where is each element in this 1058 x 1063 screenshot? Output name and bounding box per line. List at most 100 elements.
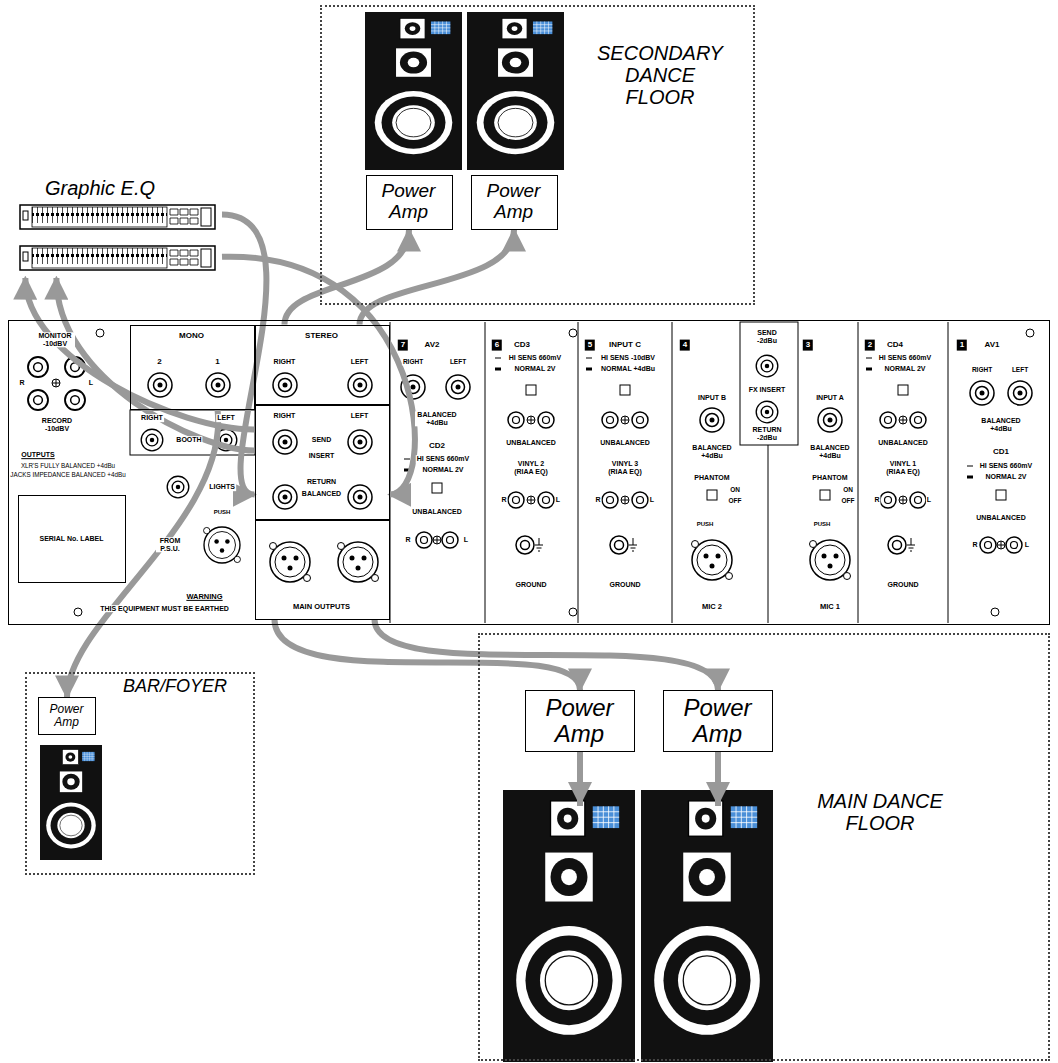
panel-artwork-line [485,322,486,623]
panel-label: R [18,379,25,387]
panel-label: HI SENS 660mV [878,354,933,362]
panel-artwork-use [632,412,648,428]
panel-label: VINYL 1 (RIAA EQ) [881,460,926,475]
node-text: INSERT [308,452,336,460]
dance-floor-region: MAIN DANCE FLOORPower AmpPower Amp [478,633,1050,1061]
panel-label: FX INSERT [748,386,787,394]
panel-artwork-line [672,322,673,623]
graphic-eq: Graphic E.Q [15,172,222,278]
panel-artwork-use [348,485,372,509]
panel-artwork-line [768,445,769,623]
panel-artwork-circle [569,329,577,337]
panel-label: PHANTOM [693,474,730,482]
panel-artwork-use [820,490,830,500]
panel-label: AV2 [424,341,441,350]
panel-label: GROUND [514,581,547,589]
node-text: WARNING [185,592,223,600]
panel-label: PHANTOM [811,474,848,482]
panel-artwork-use [970,381,994,405]
panel-label: FROM P.S.U. [156,537,184,552]
panel-artwork-use [880,492,896,508]
channel-number: 2 [865,340,875,351]
panel-label: NORMAL 2V [984,473,1027,481]
panel-artwork-use [996,490,1006,500]
panel-artwork-rect [740,322,798,445]
node-text: Power Amp [532,694,627,747]
panel-artwork-use [273,373,297,397]
signal-cable [284,230,409,325]
node-text: RIGHT [273,412,297,420]
panel-label: RIGHT [971,366,993,373]
panel-label: RIGHT [140,414,164,422]
panel-artwork-use [65,390,85,410]
panel-artwork-rect [130,410,255,455]
panel-label: SEND -2dBu [752,329,782,344]
panel-artwork-use [52,379,60,387]
panel-label: RETURN -2dBu [750,426,784,441]
channel-number: 4 [680,340,690,351]
panel-label: NORMAL 2V [513,365,556,373]
panel-label: LEFT [1011,366,1029,373]
signal-cable [67,410,218,698]
insert-section: RIGHTLEFTSENDINSERTRETURNBALANCED [255,405,390,520]
panel-artwork-rect [8,320,1050,625]
node-text: Power Amp [47,702,87,728]
panel-label: LIGHTS [208,483,236,491]
panel-artwork-use [215,429,237,451]
signal-cable [375,620,718,691]
panel-artwork-use [910,412,926,428]
panel-artwork-use [980,537,996,553]
panel-artwork-use [602,412,618,428]
power-amp-box: Power Amp [38,697,96,735]
signal-cable [222,214,266,494]
panel-artwork-circle [74,608,82,616]
panel-label: CD4 [886,341,904,350]
node-text: LEFT [350,358,370,366]
panel-label: OFF [728,497,743,504]
panel-label: L [463,536,469,544]
panel-label: R [500,496,507,504]
panel-label: MONITOR -10dBV [35,332,75,347]
panel-label: VINYL 2 (RIAA EQ) [509,460,554,475]
panel-label: CD3 [513,341,531,350]
panel-artwork-use [433,536,441,544]
panel-label: L [88,379,94,387]
panel-artwork-use [65,357,85,377]
panel-label: LEFT [216,414,236,422]
panel-artwork-use [910,492,926,508]
power-amp-box: Power Amp [663,690,773,752]
panel-artwork-use [442,532,458,548]
panel-artwork-use [888,536,915,554]
panel-artwork-line [390,322,391,623]
panel-artwork-g [130,322,948,623]
panel-label: HI SENS -10dBV [600,354,656,362]
power-amp-box: Power Amp [525,690,635,752]
panel-label: MIC 2 [701,603,723,611]
panel-label: INPUT C [608,341,642,350]
panel-label: AV1 [984,341,1001,350]
panel-label: R [594,496,601,504]
node-text: Power Amp [670,694,765,747]
panel-artwork [8,320,1050,625]
panel-artwork-use [610,536,637,554]
panel-label: MIC 1 [819,603,841,611]
panel-label: L [926,496,932,504]
node-text: STEREO [304,331,339,340]
node-text: Power Amp [476,181,551,223]
panel-label: UNBALANCED [599,439,650,447]
panel-label: NORMAL +4dBu [600,365,656,373]
panel-label: INPUT B [697,394,727,402]
panel-artwork-use [365,12,462,170]
panel-artwork-use [467,12,564,170]
panel-artwork-use [338,542,379,582]
amp-to-speaker-arrows [580,752,718,806]
signal-cable [274,620,580,691]
panel-label: RIGHT [402,358,424,365]
panel-artwork-use [538,492,554,508]
channel-number: 6 [492,340,502,351]
panel-label: XLR'S FULLY BALANCED +4dBu [20,463,116,470]
panel-label: CD1 [992,448,1010,457]
